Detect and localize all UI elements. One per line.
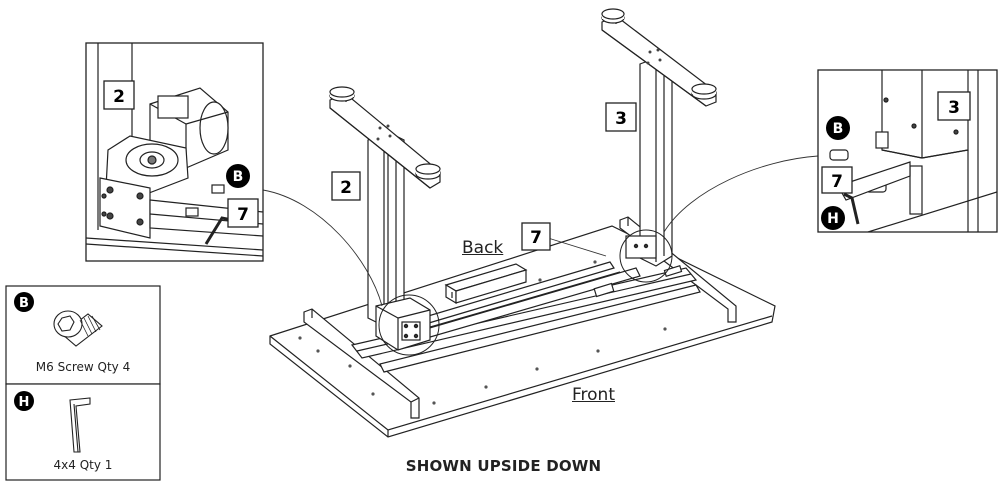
m6-screw-illustration <box>53 310 103 347</box>
detail-view-left <box>85 42 264 262</box>
parts-h-badge: H <box>14 391 34 411</box>
parts-b-caption: M6 Screw Qty 4 <box>35 360 131 374</box>
svg-text:3: 3 <box>948 98 960 118</box>
orientation-label-back: Back <box>462 238 504 258</box>
step-label-7-detail-left: 7 <box>227 198 259 228</box>
svg-text:H: H <box>827 211 839 227</box>
svg-text:7: 7 <box>237 205 249 225</box>
detail-leader-lines <box>262 155 819 307</box>
svg-text:3: 3 <box>615 109 627 129</box>
step-label-3-main: 3 <box>605 102 637 132</box>
svg-text:H: H <box>19 395 30 410</box>
hex-key-illustration <box>69 397 91 453</box>
parts-h-caption: 4x4 Qty 1 <box>53 458 113 472</box>
callout-h-detail-right: H <box>821 206 845 230</box>
parts-b-badge: B <box>14 292 34 312</box>
svg-text:7: 7 <box>530 228 542 248</box>
callout-b-detail-right: B <box>826 116 850 140</box>
parts-box <box>5 285 161 481</box>
svg-text:B: B <box>233 169 244 185</box>
svg-text:B: B <box>19 296 29 311</box>
orientation-label-front: Front <box>572 385 615 405</box>
svg-text:B: B <box>833 121 844 137</box>
step-label-7-main: 7 <box>521 222 551 251</box>
svg-text:2: 2 <box>340 178 352 198</box>
step-label-2-detail-left: 2 <box>103 80 135 110</box>
diagram-caption: SHOWN UPSIDE DOWN <box>405 457 602 475</box>
svg-text:7: 7 <box>831 172 843 192</box>
step-label-7-detail-right: 7 <box>821 166 853 194</box>
svg-text:2: 2 <box>113 87 125 107</box>
leg-left <box>329 86 441 351</box>
leg-right <box>601 8 717 267</box>
detail-magnifier-circles <box>378 229 673 356</box>
step-label-2-main: 2 <box>331 171 361 201</box>
frame-rails <box>303 216 737 419</box>
step-label-3-detail-right: 3 <box>937 91 971 121</box>
callout-b-detail-left: B <box>226 164 250 188</box>
control-box <box>444 263 528 305</box>
